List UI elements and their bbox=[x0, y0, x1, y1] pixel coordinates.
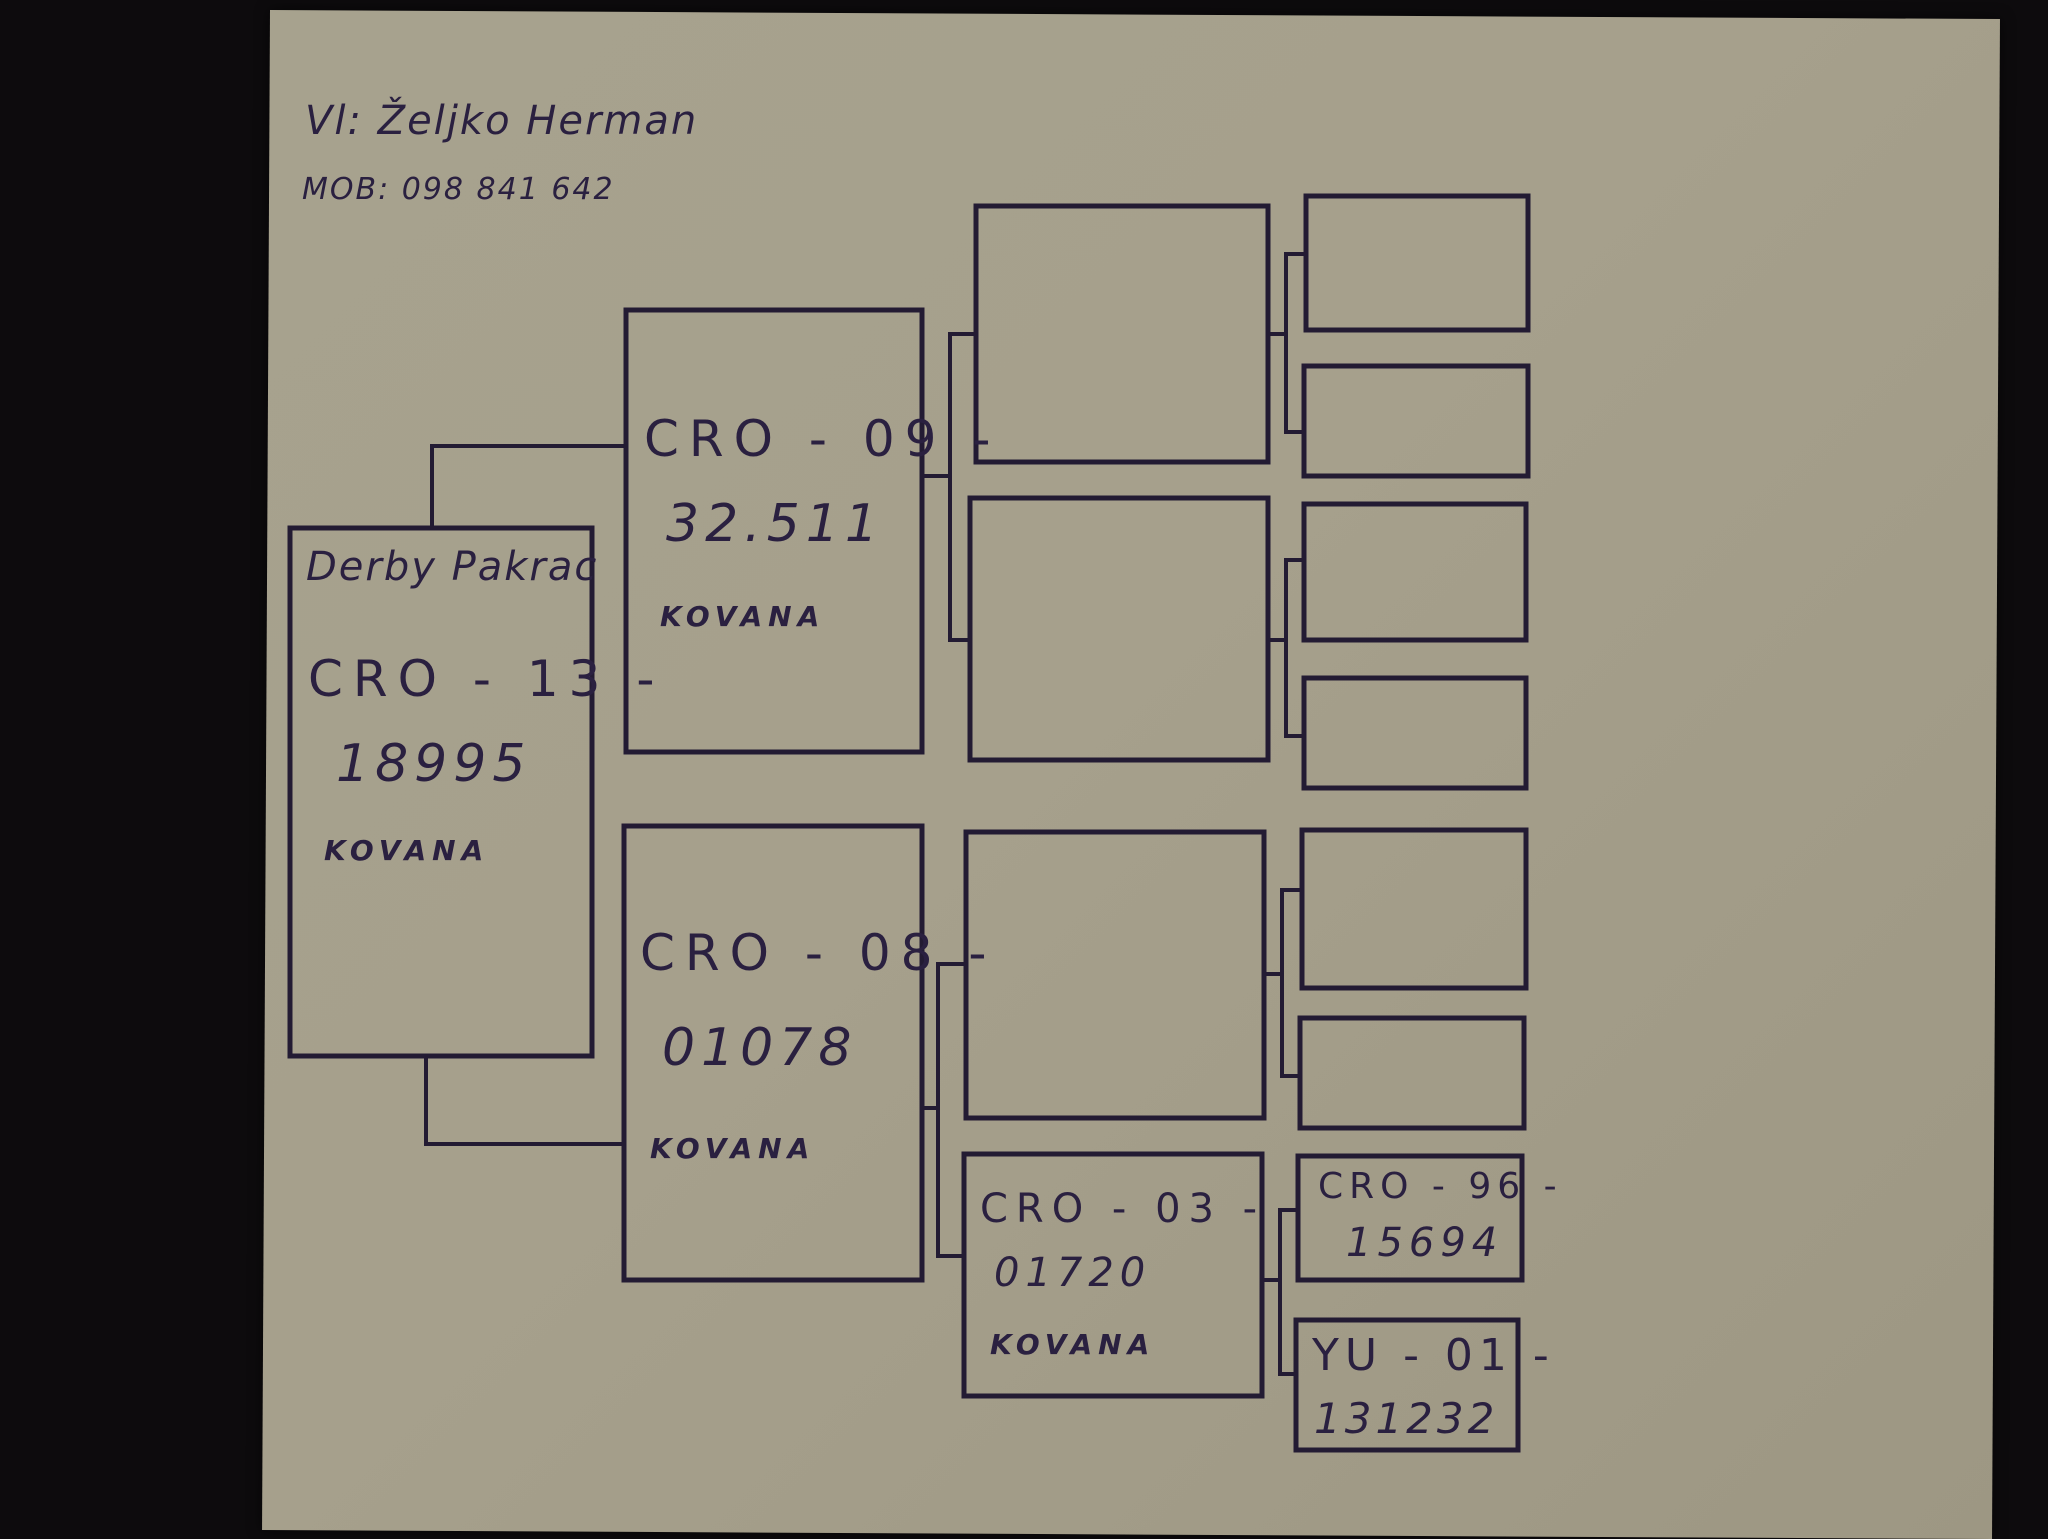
ggp-box-4 bbox=[1301, 675, 1529, 791]
ggp-box-3 bbox=[1301, 501, 1529, 643]
subject-box bbox=[287, 525, 595, 1059]
connector-gp1b bbox=[1284, 334, 1304, 434]
ggp-box-5 bbox=[1299, 827, 1529, 991]
father-ring-prefix: CRO - 09 - bbox=[644, 410, 1001, 468]
paternal-grandsire-box bbox=[973, 203, 1271, 465]
ggp-sire-ring-number: 15694 bbox=[1346, 1220, 1504, 1266]
subject-ring-prefix: CRO - 13 - bbox=[308, 650, 665, 708]
ggp-box-2 bbox=[1301, 363, 1531, 479]
connector-father bbox=[922, 332, 976, 478]
father-color: KOVANA bbox=[660, 600, 826, 633]
connector-gp2b bbox=[1284, 640, 1304, 738]
subject-color: KOVANA bbox=[324, 834, 490, 867]
connector-gp2 bbox=[1268, 558, 1304, 642]
maternal-granddam-color: KOVANA bbox=[990, 1328, 1156, 1361]
phone-line: MOB: 098 841 642 bbox=[302, 172, 615, 207]
ggp-box-7 bbox=[1295, 1153, 1525, 1283]
connector-sire bbox=[430, 444, 626, 528]
ggp-box-1 bbox=[1303, 193, 1531, 333]
paternal-granddam-box bbox=[967, 495, 1271, 763]
mother-ring-number: 01078 bbox=[662, 1018, 858, 1078]
ggp-sire-ring-prefix: CRO - 96 - bbox=[1318, 1166, 1563, 1207]
ggp-box-8 bbox=[1293, 1317, 1521, 1453]
ggp-dam-ring-prefix: YU - 01 - bbox=[1312, 1330, 1555, 1381]
subject-ring-number: 18995 bbox=[336, 734, 532, 794]
father-ring-number: 32.511 bbox=[666, 494, 884, 554]
connector-mother bbox=[922, 962, 966, 1110]
connector-gp3b bbox=[1280, 974, 1300, 1078]
maternal-granddam-ring-number: 01720 bbox=[994, 1250, 1152, 1296]
connector-gp4b bbox=[1278, 1280, 1296, 1376]
maternal-granddam-ring-prefix: CRO - 03 - bbox=[980, 1186, 1266, 1232]
connector-father-2 bbox=[948, 476, 970, 642]
mother-box bbox=[621, 823, 925, 1283]
connector-mother-2 bbox=[936, 1108, 964, 1258]
subject-name: Derby Pakrac bbox=[306, 544, 599, 590]
ggp-dam-ring-number: 131232 bbox=[1314, 1394, 1499, 1443]
connector-gp3 bbox=[1264, 888, 1302, 976]
connector-gp4 bbox=[1262, 1208, 1298, 1282]
mother-ring-prefix: CRO - 08 - bbox=[640, 924, 997, 982]
owner-line: Vl: Željko Herman bbox=[305, 98, 699, 144]
mother-color: KOVANA bbox=[650, 1132, 816, 1165]
ggp-box-6 bbox=[1297, 1015, 1527, 1131]
maternal-grandsire-box bbox=[963, 829, 1267, 1121]
connector-dam bbox=[424, 1056, 624, 1146]
connector-gp1 bbox=[1268, 252, 1306, 336]
father-box bbox=[623, 307, 925, 755]
maternal-granddam-box bbox=[961, 1151, 1265, 1399]
